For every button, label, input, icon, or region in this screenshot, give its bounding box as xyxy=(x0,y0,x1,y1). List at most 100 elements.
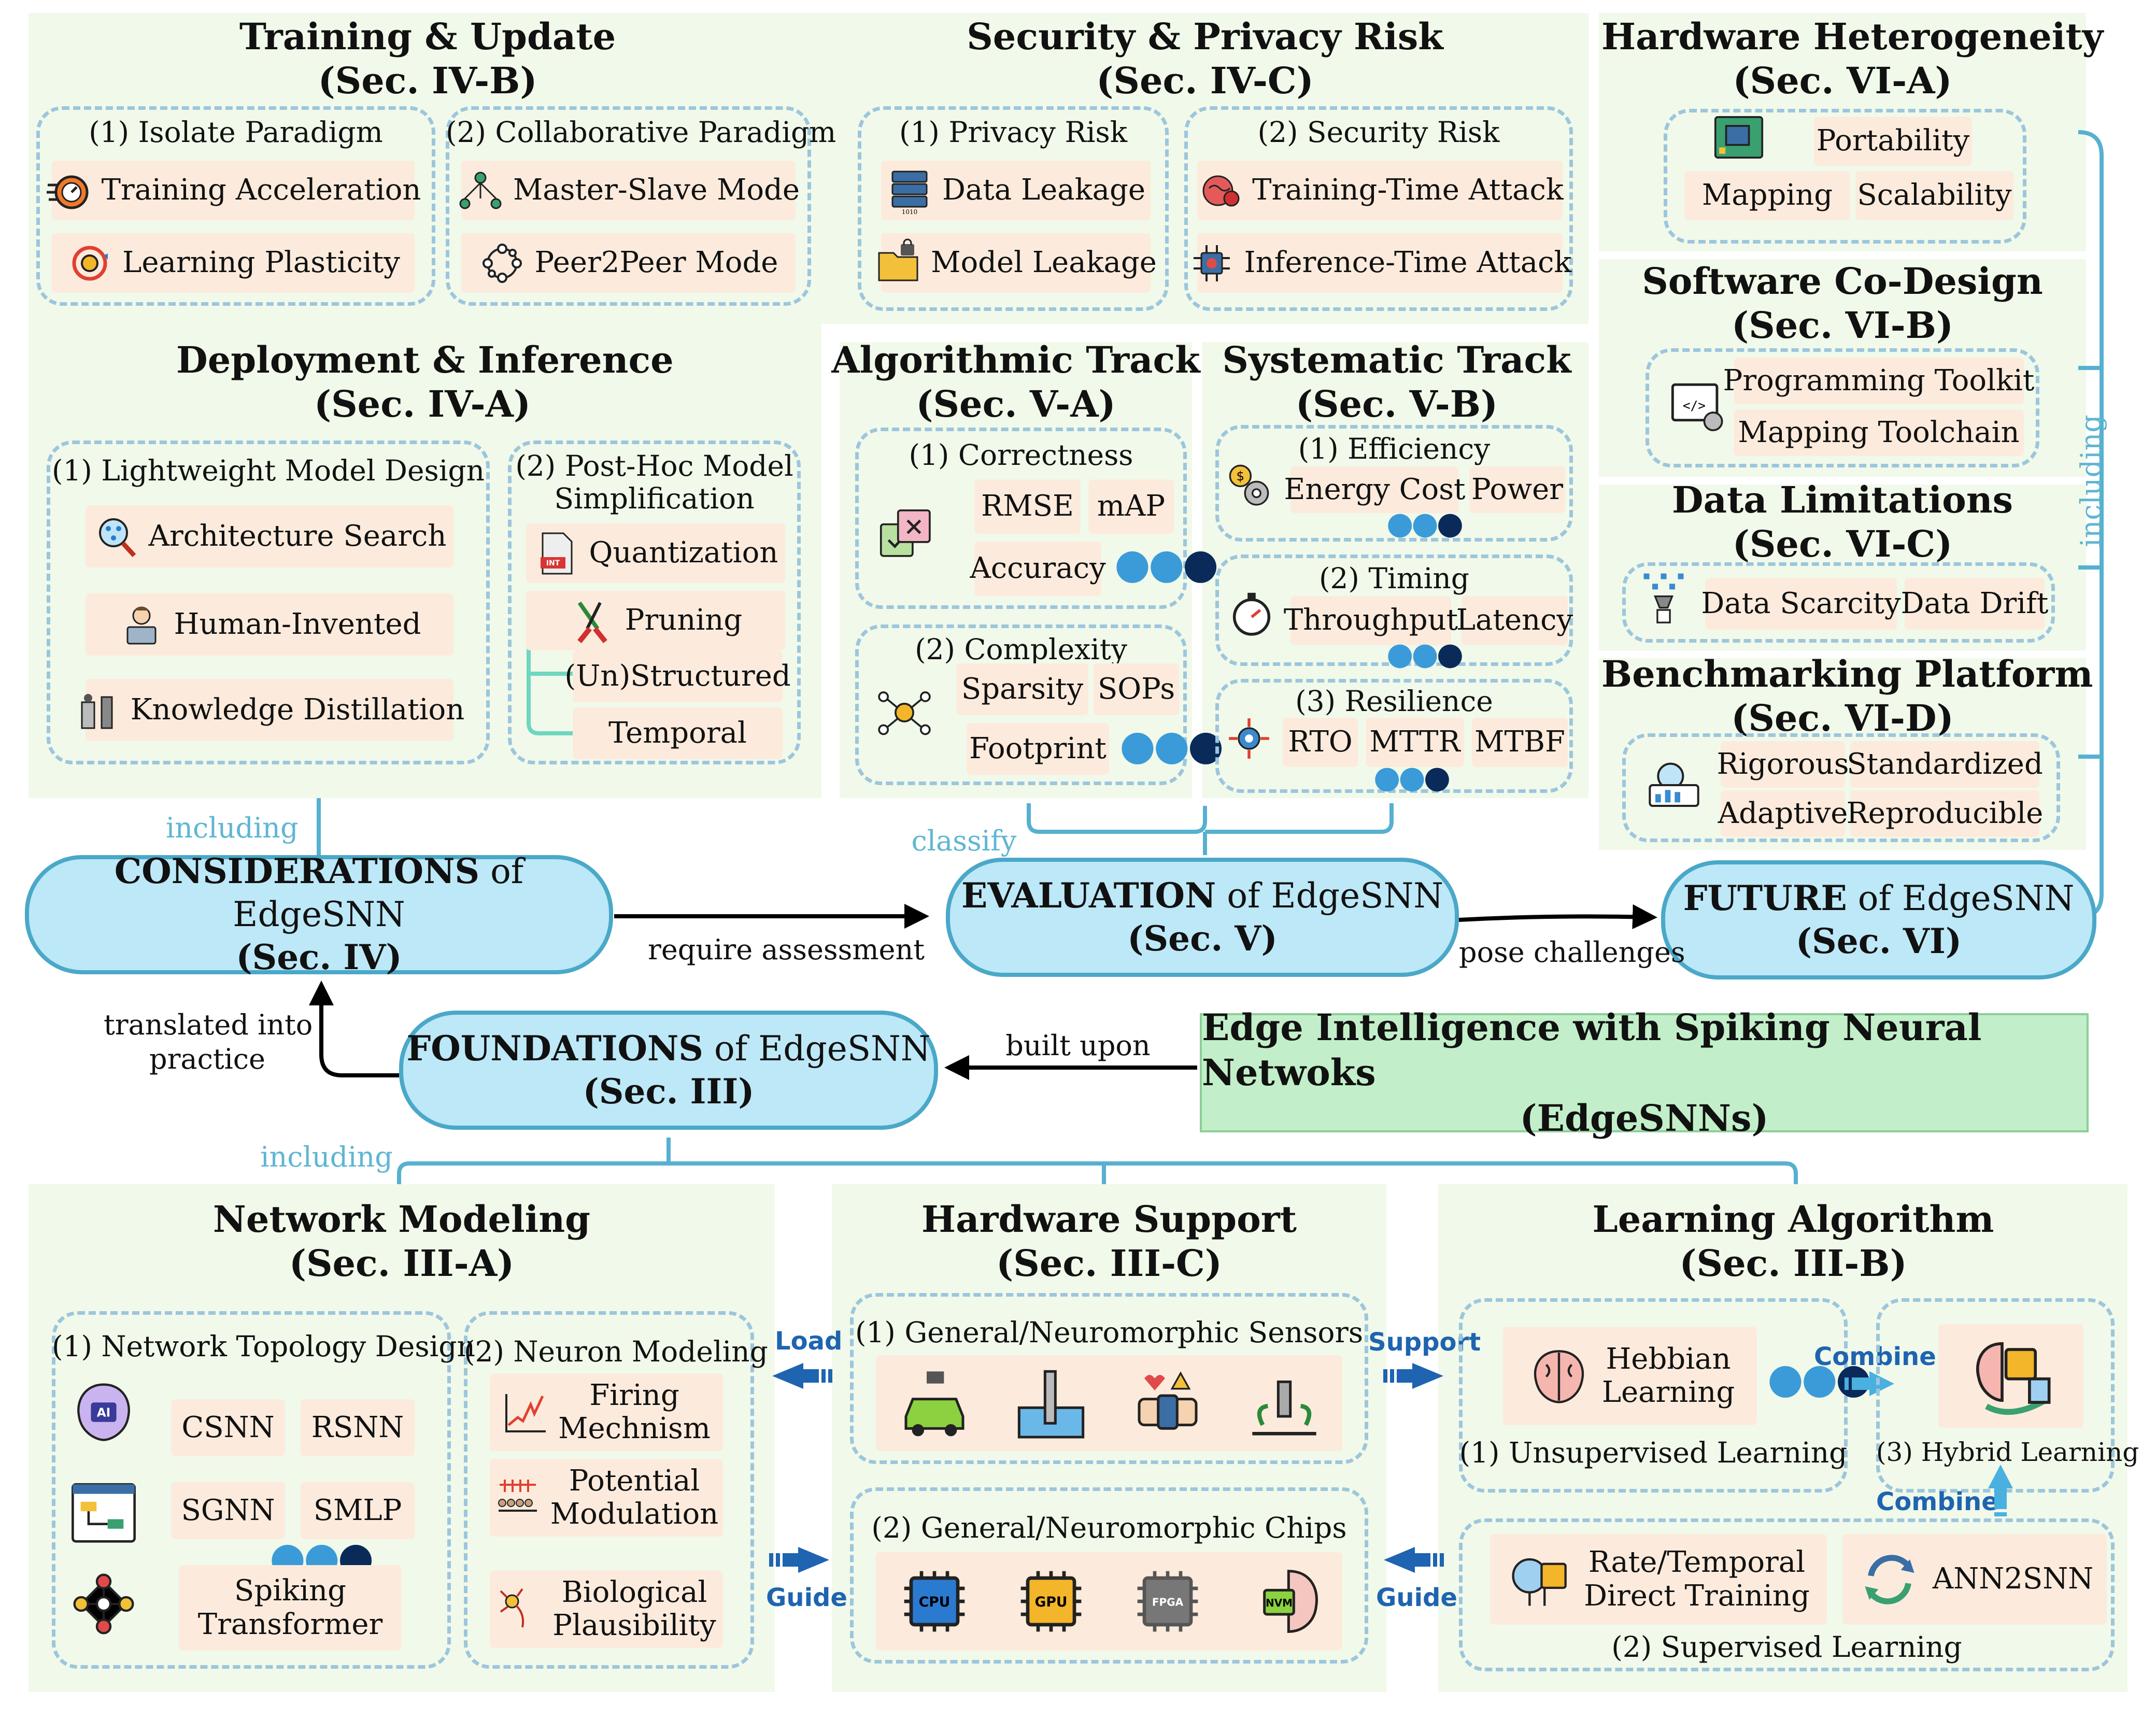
architecture-search: Architecture Search xyxy=(86,505,453,567)
data-drift: Data Drift xyxy=(1901,578,2048,630)
foundations-hub-sec: (Sec. III) xyxy=(583,1071,755,1112)
sensors-row xyxy=(876,1355,1342,1451)
unstructured-pruning: (Un)Structured xyxy=(564,650,791,702)
training-time-attack: Training-Time Attack xyxy=(1197,161,1564,220)
guide-right-arrow-icon xyxy=(1384,1547,1444,1573)
code-settings-icon: </> xyxy=(1671,383,1723,432)
peer2peer-mode: Peer2Peer Mode xyxy=(461,233,796,293)
learning-title: Learning Algorithm(Sec. III-B) xyxy=(1592,1198,1994,1285)
datalim-title: Data Limitations(Sec. VI-C) xyxy=(1671,478,2013,566)
software-group xyxy=(1646,348,2039,467)
evaluation-hub[interactable]: EVALUATION of EdgeSNN (Sec. V) xyxy=(946,858,1459,977)
correctness-group xyxy=(855,428,1187,609)
considerations-hub[interactable]: CONSIDERATIONS of EdgeSNN (Sec. IV) xyxy=(25,851,613,977)
considerations-hub-rest: of EdgeSNN xyxy=(233,851,524,934)
more-dots: ●●● xyxy=(1386,636,1464,672)
master-slave-mode: Master-Slave Mode xyxy=(459,161,800,220)
svg-text:1010: 1010 xyxy=(902,208,918,216)
including-right-brace xyxy=(2078,130,2104,919)
privacy-label: (1) Privacy Risk xyxy=(899,116,1128,149)
future-hub[interactable]: FUTURE of EdgeSNN (Sec. VI) xyxy=(1661,860,2096,979)
guide-arrow-icon xyxy=(769,1547,829,1573)
classify-brace xyxy=(1027,803,1394,855)
training-acceleration: Training Acceleration xyxy=(46,161,421,220)
temporal-pruning: Temporal xyxy=(573,707,783,759)
model-leakage: Model Leakage xyxy=(878,233,1157,293)
network-title: Network Modeling(Sec. III-A) xyxy=(212,1198,591,1285)
more-dots: ●●● xyxy=(1373,759,1451,796)
sensors-label: (1) General/Neuromorphic Sensors xyxy=(855,1316,1364,1349)
database-server-icon: 1010 xyxy=(891,171,928,216)
money-gear-icon: $ xyxy=(1229,464,1269,506)
neuron-group xyxy=(464,1311,754,1669)
main-title-line2: (EdgeSNNs) xyxy=(1520,1096,1769,1140)
ai-icon-text: AI xyxy=(97,1407,110,1420)
metric-latency: Latency xyxy=(1456,596,1573,645)
lightweight-group xyxy=(47,441,490,764)
brain-icon xyxy=(1534,1350,1584,1403)
load-label: Load xyxy=(775,1327,843,1356)
more-dots: ●●● xyxy=(1119,721,1224,769)
require-assessment-label: require assessment xyxy=(648,933,925,966)
software-title: Software Co-Design(Sec. VI-B) xyxy=(1642,260,2043,347)
support-arrow-icon xyxy=(1383,1363,1443,1389)
deployment-title: Deployment & Inference(Sec. IV-A) xyxy=(176,338,674,426)
neuron-cell-icon xyxy=(500,1588,524,1628)
adaptive: Adaptive xyxy=(1718,790,1848,837)
developer-icon xyxy=(126,606,157,645)
including-bottom-label: including xyxy=(260,1141,393,1173)
window-check-icon xyxy=(880,509,931,557)
metric-power: Power xyxy=(1469,466,1565,513)
virus-chip-icon xyxy=(1193,245,1230,281)
timing-group xyxy=(1215,555,1573,666)
including-vertical-label: including xyxy=(2075,415,2108,547)
foundations-hub-bold: FOUNDATIONS xyxy=(406,1028,703,1069)
circuit-board-icon xyxy=(1714,116,1764,159)
metric-mtbf: MTBF xyxy=(1472,718,1568,767)
metric-sparsity: Sparsity xyxy=(956,663,1088,715)
metric-mttr: MTTR xyxy=(1366,718,1464,767)
resilience-gear-icon xyxy=(1229,718,1269,759)
portability: Portability xyxy=(1814,117,1972,166)
considerations-hub-bold: CONSIDERATIONS xyxy=(114,851,480,892)
correctness-label: (1) Correctness xyxy=(909,438,1133,472)
posthoc-tree xyxy=(527,648,575,735)
gpu-chip-icon: GPU xyxy=(1020,1571,1081,1632)
topology-group xyxy=(52,1311,451,1669)
plant-sensor-icon xyxy=(1252,1380,1316,1436)
timer-icon xyxy=(1232,592,1271,636)
metric-map: mAP xyxy=(1088,479,1174,534)
collab-label: (2) Collaborative Paradigm xyxy=(446,116,836,149)
sup-group xyxy=(1459,1518,2115,1671)
chips-row: CPU GPU FPGA NVM xyxy=(876,1552,1342,1651)
inference-time-attack: Inference-Time Attack xyxy=(1193,233,1571,293)
including-bottom-brace xyxy=(397,1138,1798,1184)
combine-label-2: Combine xyxy=(1876,1487,1998,1516)
smlp: SMLP xyxy=(301,1482,415,1539)
security-title: Security & Privacy Risk(Sec. IV-C) xyxy=(967,15,1443,103)
resilience-label: (3) Resilience xyxy=(1295,685,1493,718)
conversion-cycle-icon xyxy=(1865,1554,1914,1604)
metric-accuracy: Accuracy xyxy=(970,542,1106,596)
nvm-brain-chip-icon: NVM xyxy=(1263,1570,1318,1633)
sec-risk-label: (2) Security Risk xyxy=(1257,116,1500,149)
hardware-het-group xyxy=(1664,109,2026,244)
more-dots: ●●● xyxy=(1386,505,1464,542)
guide-left-label: Guide xyxy=(766,1583,847,1612)
datalim-group xyxy=(1622,562,2055,643)
nvm-label: NVM xyxy=(1265,1597,1292,1609)
ann2snn: ANN2SNN xyxy=(1842,1534,2107,1625)
svg-text:</>: </> xyxy=(1683,398,1706,413)
svg-text:INT: INT xyxy=(546,559,560,567)
hwsupport-title: Hardware Support(Sec. III-C) xyxy=(921,1198,1297,1285)
network-search-icon xyxy=(98,518,136,558)
collab-group xyxy=(446,106,811,306)
evaluation-hub-bold: EVALUATION xyxy=(961,875,1216,916)
cpu-chip-icon: CPU xyxy=(904,1571,964,1632)
pruning: Pruning xyxy=(526,591,785,650)
fpga-chip-icon: FPGA xyxy=(1137,1571,1198,1632)
including-label: including xyxy=(166,812,299,844)
foundations-hub[interactable]: FOUNDATIONS of EdgeSNN (Sec. III) xyxy=(399,1011,938,1130)
membrane-icon xyxy=(498,1480,537,1512)
